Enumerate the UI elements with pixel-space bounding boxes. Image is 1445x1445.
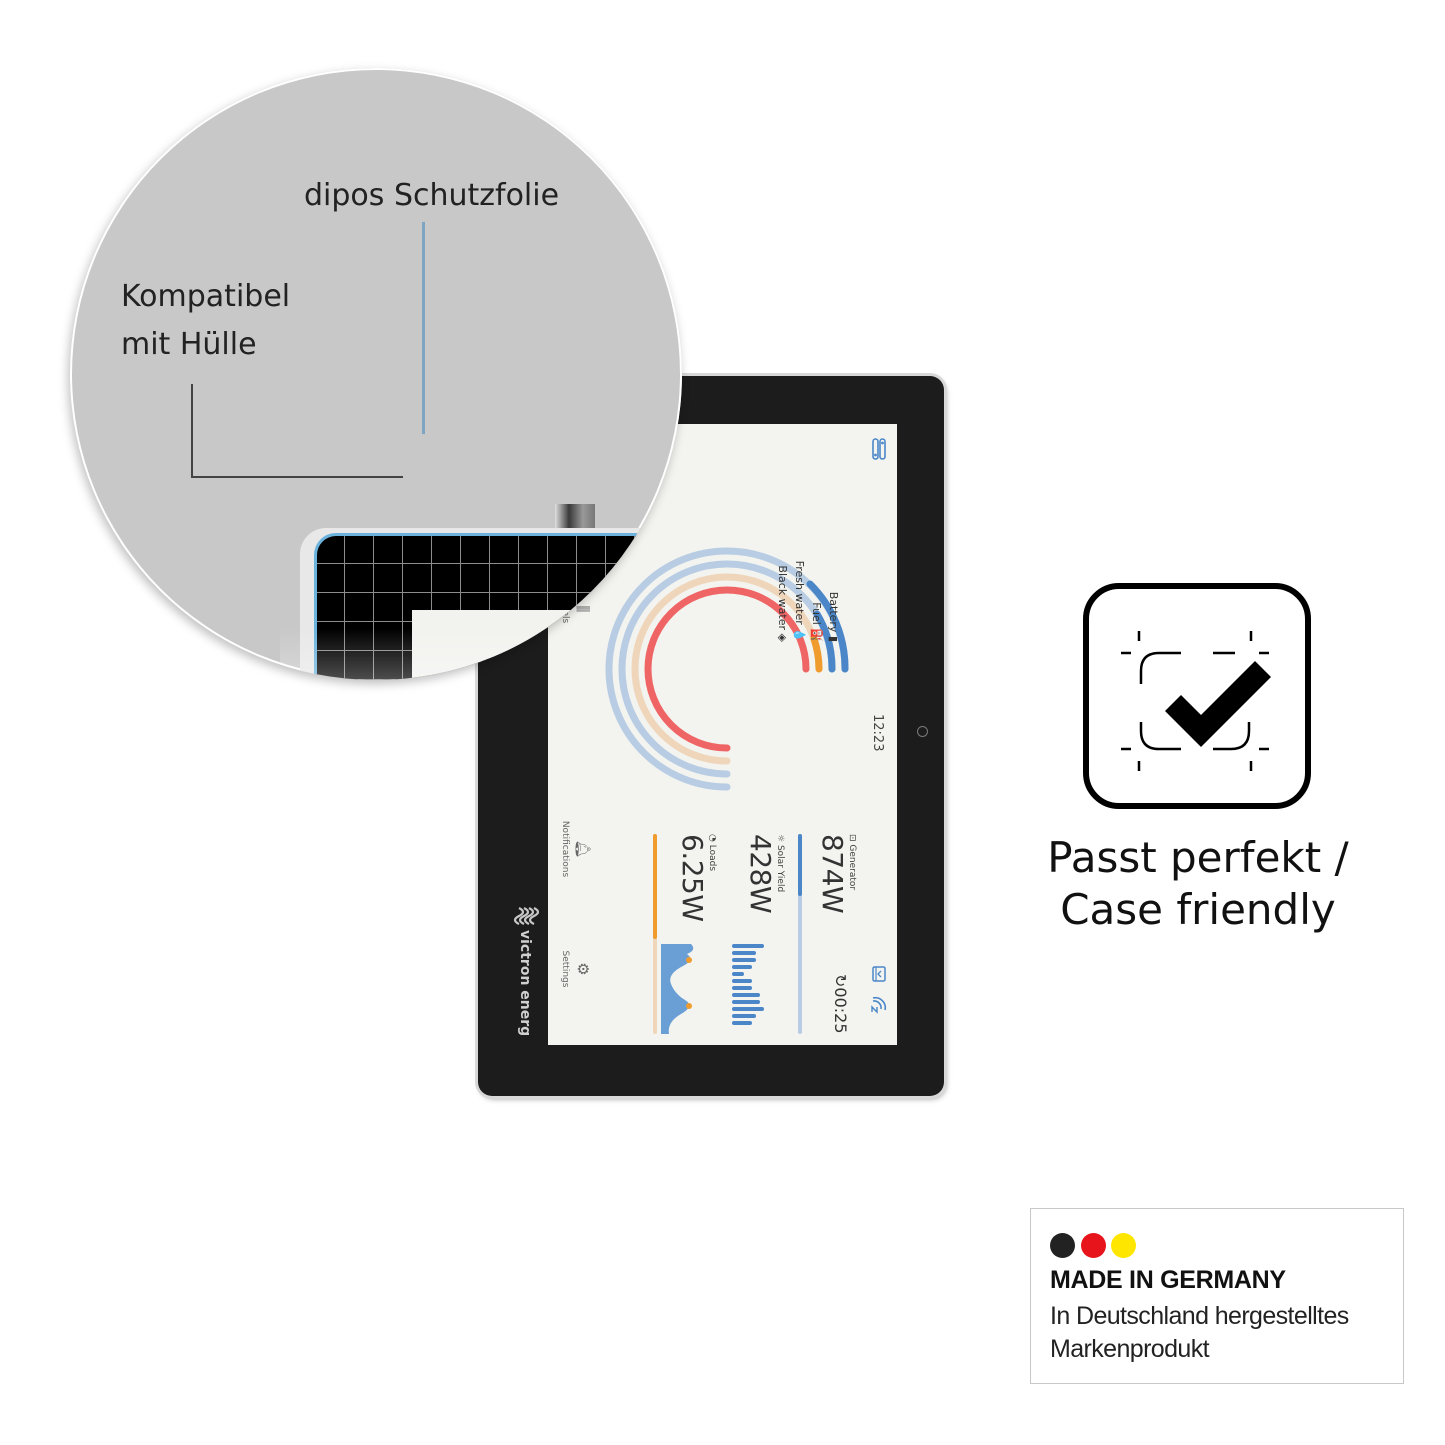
bubble-fade	[280, 628, 682, 680]
made-in-germany-title: MADE IN GERMANY	[1050, 1266, 1286, 1294]
solar-yield-widget[interactable]: ☼ Solar Yield 428W	[744, 834, 785, 914]
magnifier-bubble: dipos Schutzfolie Kompatibel mit Hülle	[70, 68, 682, 680]
made-in-germany-badge: MADE IN GERMANY In Deutschland hergestel…	[1030, 1208, 1404, 1384]
legend-battery: Battery ▮	[827, 591, 840, 642]
gear-icon: ⚙	[574, 962, 592, 976]
brand-name: victron energy	[517, 930, 533, 1036]
made-in-germany-subtitle: In Deutschland hergestelltes Markenprodu…	[1050, 1302, 1349, 1363]
flag-dot-red	[1081, 1233, 1106, 1258]
solar-yield-value: 428W	[744, 834, 777, 914]
droplet-icon: 💧	[793, 628, 806, 642]
solar-yield-bar-chart	[732, 944, 764, 1025]
tank-levels-gauge[interactable]	[602, 544, 852, 794]
legend-fuel: Fuel ⛽	[810, 602, 823, 642]
callout-line-case-horizontal	[191, 476, 403, 478]
screen-content: 12:23	[548, 424, 897, 1045]
tablet-download-icon[interactable]	[868, 966, 887, 982]
loads-value: 6.25W	[676, 834, 709, 922]
loads-area-chart	[661, 944, 694, 1034]
generator-value: 874W	[816, 834, 849, 914]
fuel-pump-icon: ⛽	[810, 628, 823, 642]
nav-settings[interactable]: ⚙ Settings	[560, 924, 592, 1014]
gauge-legend: Battery ▮ Fuel ⛽ Fresh water 💧 Black wat…	[774, 522, 842, 642]
toggle-pill-icon[interactable]	[868, 438, 887, 460]
loads-progress	[653, 834, 657, 1034]
zoomed-connector	[555, 504, 595, 530]
clock: 12:23	[870, 714, 885, 752]
bell-icon: 🔔︎	[574, 839, 592, 859]
flag-dot-gold	[1111, 1233, 1136, 1258]
loads-widget[interactable]: ◔ Loads 6.25W	[676, 834, 717, 922]
callout-line-case-vertical	[191, 384, 193, 478]
legend-fresh-water: Fresh water 💧	[793, 560, 806, 642]
case-friendly-label: Passt perfekt / Case friendly	[1047, 833, 1349, 934]
battery-icon: ▮	[827, 635, 840, 642]
checkmark-frame-icon	[1083, 583, 1311, 809]
legend-black-water: Black water ◈	[776, 565, 789, 642]
flag-dot-black	[1050, 1233, 1075, 1258]
front-camera-icon	[917, 726, 928, 737]
callout-case: Kompatibel mit Hülle	[121, 279, 291, 362]
generator-timer: ↻00:25	[831, 974, 850, 1034]
droplet-hazard-icon: ◈	[776, 633, 789, 642]
callout-protector: dipos Schutzfolie	[304, 178, 560, 213]
generator-widget[interactable]: ⊡ Generator 874W	[816, 834, 857, 914]
victron-energy-logo: victron energy	[506, 896, 546, 1045]
generator-progress	[798, 834, 802, 1034]
wireless-signal-icon[interactable]	[867, 996, 887, 1014]
nav-notifications[interactable]: 🔔︎ Notifications	[560, 804, 592, 894]
callout-line-protector	[422, 222, 425, 434]
timer-icon: ↻	[831, 974, 850, 988]
